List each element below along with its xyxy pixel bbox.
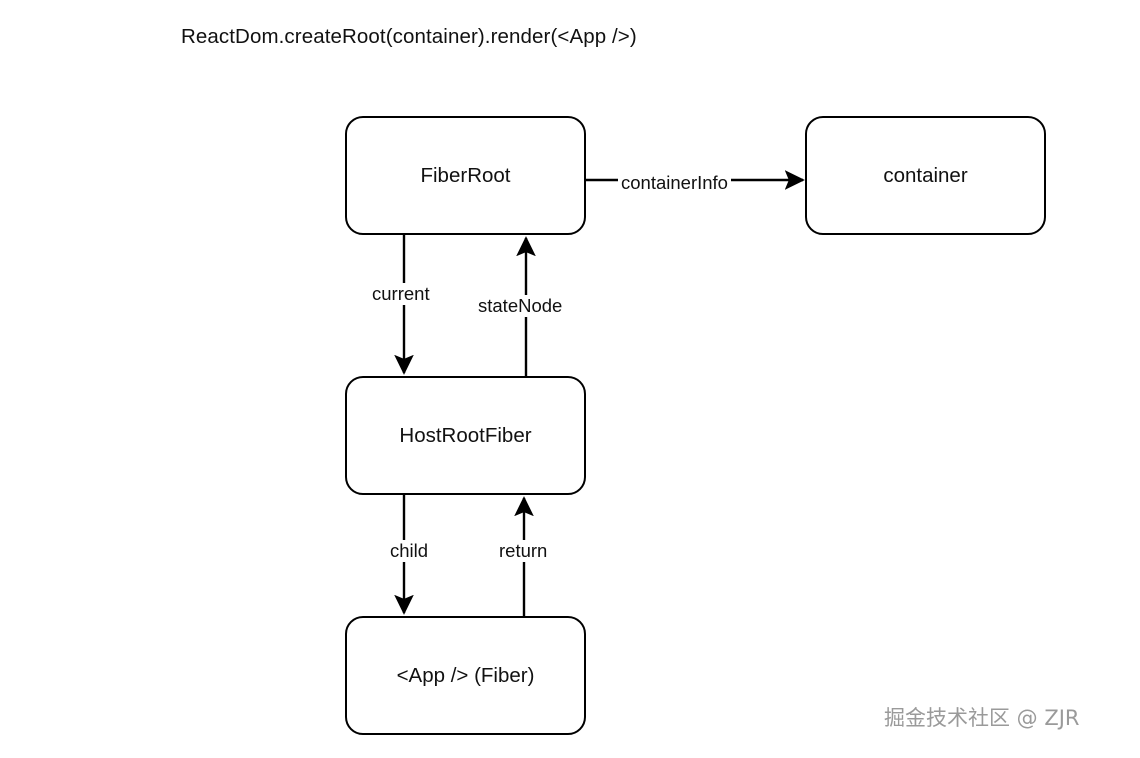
edge-label-current: current xyxy=(369,283,433,305)
edge-label-return: return xyxy=(496,540,551,562)
node-fiberroot[interactable]: FiberRoot xyxy=(345,116,586,235)
edge-label-child: child xyxy=(387,540,432,562)
node-hostrootfiber[interactable]: HostRootFiber xyxy=(345,376,586,495)
node-appfiber-label: <App /> (Fiber) xyxy=(396,663,535,687)
edge-label-containerinfo: containerInfo xyxy=(618,172,731,194)
node-fiberroot-label: FiberRoot xyxy=(420,163,511,187)
node-hostrootfiber-label: HostRootFiber xyxy=(399,423,532,447)
diagram-title: ReactDom.createRoot(container).render(<A… xyxy=(181,25,637,48)
node-appfiber[interactable]: <App /> (Fiber) xyxy=(345,616,586,735)
node-container-label: container xyxy=(883,163,968,187)
watermark: 掘金技术社区 @ ZJR xyxy=(884,706,1080,730)
node-container[interactable]: container xyxy=(805,116,1046,235)
edge-label-statenode: stateNode xyxy=(475,295,566,317)
